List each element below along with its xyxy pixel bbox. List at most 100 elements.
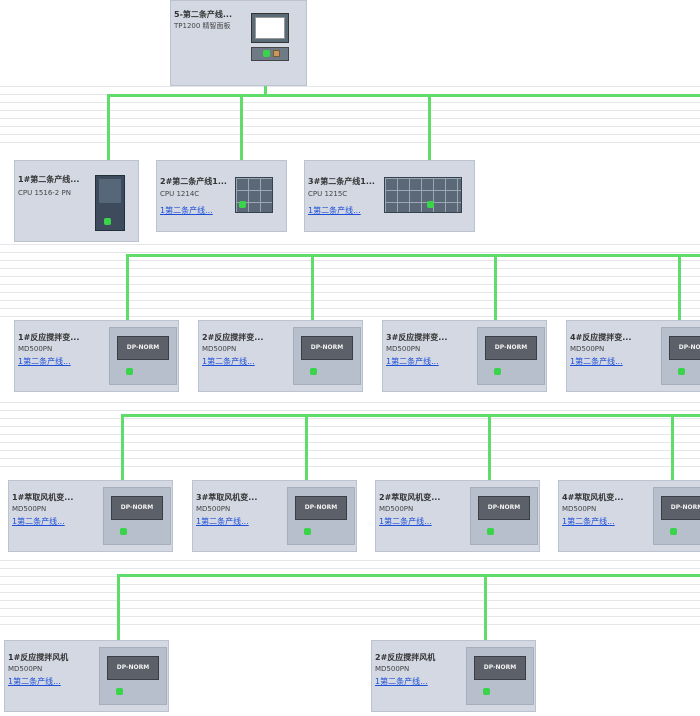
background-line [0, 260, 700, 261]
profinet-bus-line [678, 254, 681, 367]
drive-module-icon: DP-NORM [109, 327, 177, 385]
cpu-1516-module-icon [95, 175, 125, 231]
background-line [0, 102, 700, 103]
background-line [0, 86, 700, 87]
drive-module-icon: DP-NORM [99, 647, 167, 705]
hmi-device-type: TP1200 精智面板 [174, 22, 231, 30]
drive-port-icon[interactable] [483, 688, 490, 695]
plc-device-name: 3#第二条产线1... [308, 177, 375, 186]
background-line [0, 292, 700, 293]
drive-device-name: 1#反应搅拌风机 [8, 653, 69, 662]
drive-device-r1-4[interactable]: 4#反应搅拌变... MD500PN 1第二条产线... DP-NORM [566, 320, 700, 392]
hmi-profinet-port-icon[interactable] [263, 50, 270, 57]
profinet-bus-line [126, 254, 129, 367]
drive-device-r3-1[interactable]: 1#反应搅拌风机 MD500PN 1第二条产线... DP-NORM [4, 640, 169, 712]
drive-module-icon: DP-NORM [466, 647, 534, 705]
background-line [0, 410, 700, 411]
drive-port-icon[interactable] [670, 528, 677, 535]
drive-device-type: MD500PN [18, 345, 53, 353]
drive-status-badge: DP-NORM [117, 336, 169, 360]
drive-subnet-link[interactable]: 1第二条产线... [12, 517, 65, 526]
background-line [0, 252, 700, 253]
background-line [0, 600, 700, 601]
drive-device-r2-2[interactable]: 3#萃取风机变... MD500PN 1第二条产线... DP-NORM [192, 480, 357, 552]
profinet-bus-line [484, 574, 487, 687]
profinet-bus-line [428, 94, 431, 206]
plc-device-name: 1#第二条产线... [18, 175, 80, 184]
drive-device-r2-3[interactable]: 2#萃取风机变... MD500PN 1第二条产线... DP-NORM [375, 480, 540, 552]
background-line [0, 300, 700, 301]
drive-port-icon[interactable] [304, 528, 311, 535]
plc-subnet-link[interactable]: 1第二条产线... [308, 206, 361, 215]
drive-device-name: 3#反应搅拌变... [386, 333, 448, 342]
drive-module-icon: DP-NORM [477, 327, 545, 385]
profinet-bus-line [107, 94, 700, 97]
plc-subnet-link[interactable]: 1第二条产线... [160, 206, 213, 215]
plc-1-port-icon[interactable] [104, 218, 111, 225]
drive-port-icon[interactable] [494, 368, 501, 375]
background-line [0, 244, 700, 245]
plc-3-port-icon[interactable] [427, 201, 434, 208]
background-line [0, 142, 700, 143]
drive-module-icon: DP-NORM [661, 327, 700, 385]
background-line [0, 568, 700, 569]
drive-port-icon[interactable] [116, 688, 123, 695]
plc-device-type: CPU 1215C [308, 190, 348, 198]
drive-device-r2-4[interactable]: 4#萃取风机变... MD500PN 1第二条产线... DP-NORM [558, 480, 700, 552]
background-line [0, 466, 700, 467]
profinet-bus-line [117, 574, 700, 577]
drive-status-badge: DP-NORM [111, 496, 163, 520]
hmi-device[interactable]: 5-第二条产线... TP1200 精智面板 [170, 0, 307, 86]
background-line [0, 434, 700, 435]
drive-port-icon[interactable] [678, 368, 685, 375]
profinet-bus-line [121, 414, 124, 527]
drive-device-type: MD500PN [202, 345, 237, 353]
background-line [0, 560, 700, 561]
drive-subnet-link[interactable]: 1第二条产线... [18, 357, 71, 366]
drive-subnet-link[interactable]: 1第二条产线... [379, 517, 432, 526]
profinet-bus-line [121, 414, 700, 417]
drive-device-type: MD500PN [196, 505, 231, 513]
plc-device-1[interactable]: 1#第二条产线... CPU 1516-2 PN [14, 160, 139, 242]
drive-subnet-link[interactable]: 1第二条产线... [202, 357, 255, 366]
drive-device-type: MD500PN [375, 665, 410, 673]
plc-device-2[interactable]: 2#第二条产线1... CPU 1214C 1第二条产线... [156, 160, 287, 232]
plc-device-3[interactable]: 3#第二条产线1... CPU 1215C 1第二条产线... [304, 160, 475, 232]
drive-status-badge: DP-NORM [107, 656, 159, 680]
background-line [0, 426, 700, 427]
drive-device-r2-1[interactable]: 1#萃取风机变... MD500PN 1第二条产线... DP-NORM [8, 480, 173, 552]
drive-device-r1-2[interactable]: 2#反应搅拌变... MD500PN 1第二条产线... DP-NORM [198, 320, 363, 392]
background-line [0, 402, 700, 403]
drive-status-badge: DP-NORM [301, 336, 353, 360]
drive-status-badge: DP-NORM [661, 496, 700, 520]
background-line [0, 134, 700, 135]
plc-2-port-icon[interactable] [239, 201, 246, 208]
drive-port-icon[interactable] [487, 528, 494, 535]
drive-device-type: MD500PN [12, 505, 47, 513]
drive-subnet-link[interactable]: 1第二条产线... [375, 677, 428, 686]
drive-subnet-link[interactable]: 1第二条产线... [8, 677, 61, 686]
drive-subnet-link[interactable]: 1第二条产线... [196, 517, 249, 526]
drive-subnet-link[interactable]: 1第二条产线... [562, 517, 615, 526]
background-line [0, 458, 700, 459]
drive-device-type: MD500PN [570, 345, 605, 353]
background-line [0, 592, 700, 593]
background-line [0, 442, 700, 443]
drive-device-name: 3#萃取风机变... [196, 493, 258, 502]
background-line [0, 308, 700, 309]
drive-subnet-link[interactable]: 1第二条产线... [386, 357, 439, 366]
drive-device-name: 4#反应搅拌变... [570, 333, 632, 342]
profinet-bus-line [107, 94, 110, 176]
drive-device-r3-2[interactable]: 2#反应搅拌风机 MD500PN 1第二条产线... DP-NORM [371, 640, 536, 712]
drive-port-icon[interactable] [120, 528, 127, 535]
drive-device-r1-3[interactable]: 3#反应搅拌变... MD500PN 1第二条产线... DP-NORM [382, 320, 547, 392]
drive-subnet-link[interactable]: 1第二条产线... [570, 357, 623, 366]
drive-port-icon[interactable] [310, 368, 317, 375]
drive-device-r1-1[interactable]: 1#反应搅拌变... MD500PN 1第二条产线... DP-NORM [14, 320, 179, 392]
drive-device-type: MD500PN [562, 505, 597, 513]
drive-port-icon[interactable] [126, 368, 133, 375]
hmi-second-port-icon[interactable] [273, 50, 280, 57]
plc-device-type: CPU 1516-2 PN [18, 189, 71, 197]
drive-status-badge: DP-NORM [669, 336, 700, 360]
